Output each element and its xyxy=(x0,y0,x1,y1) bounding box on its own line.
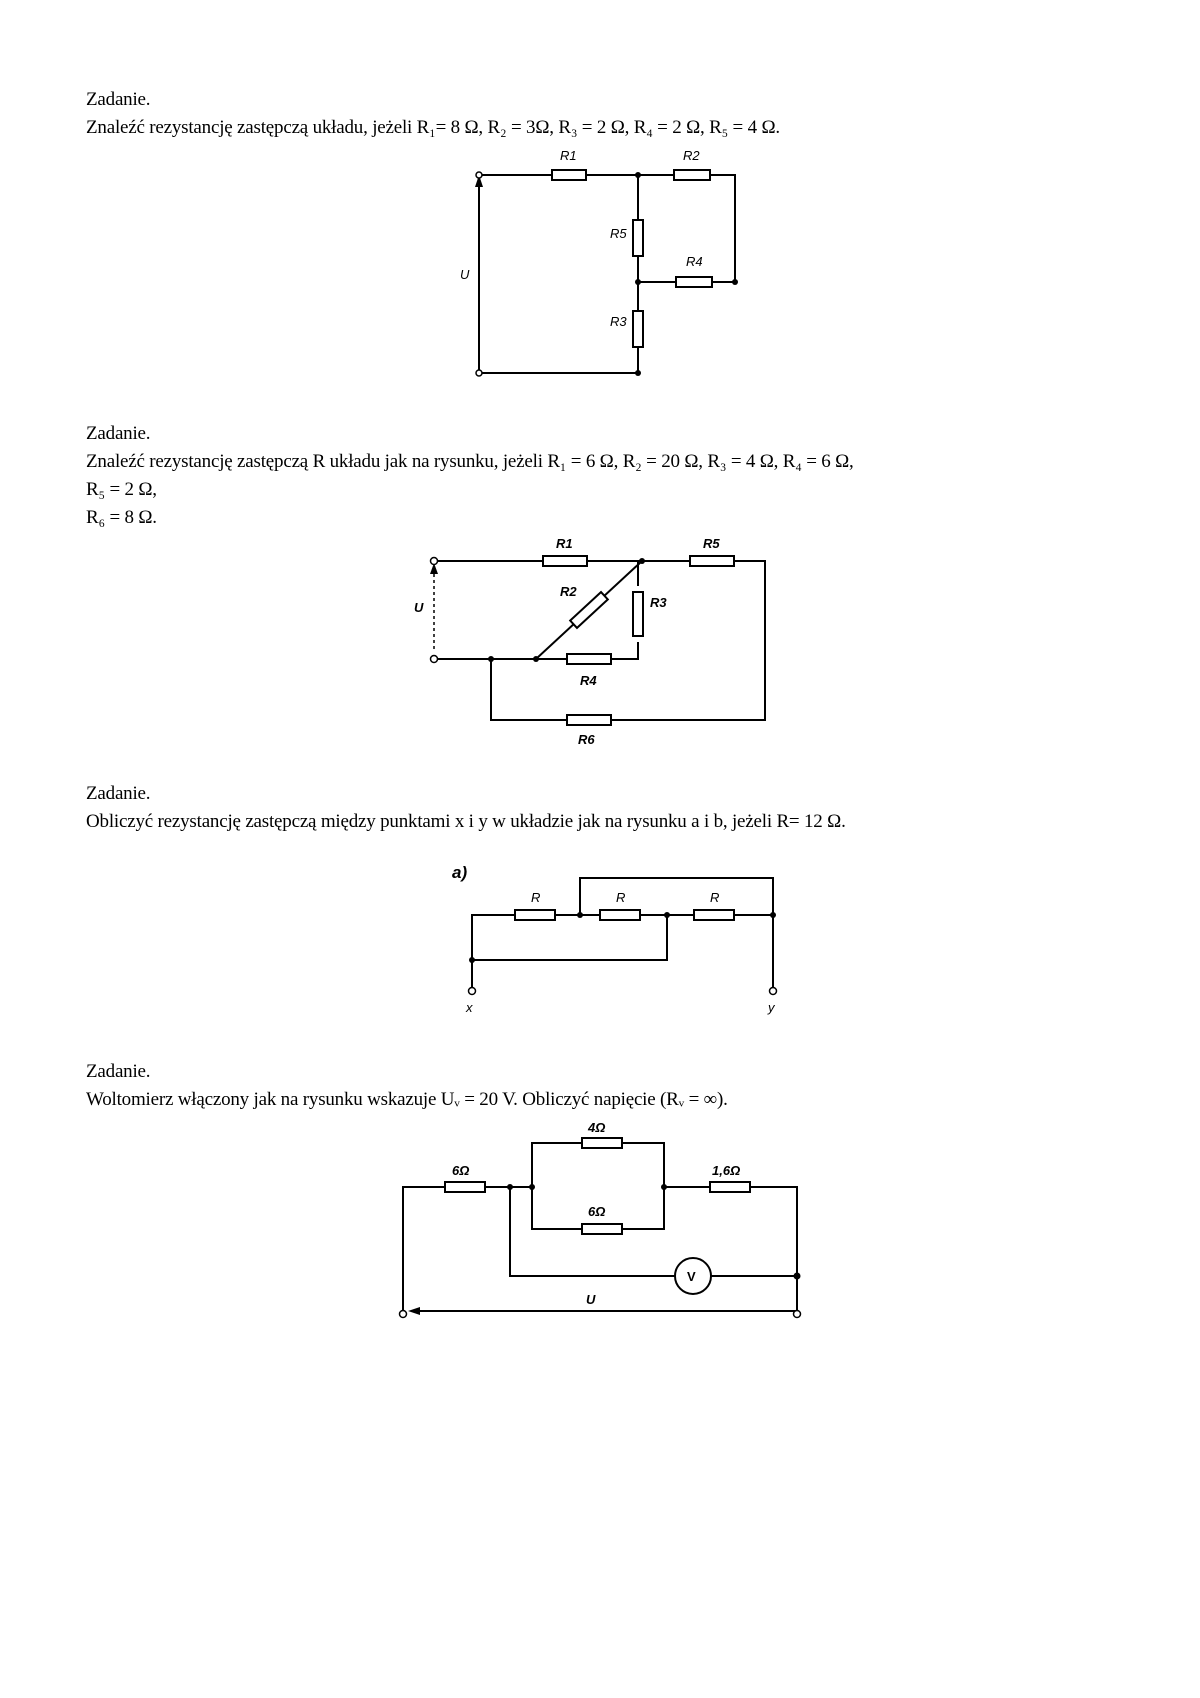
resistor-r4 xyxy=(675,276,713,288)
junction-dot xyxy=(635,172,641,178)
circuit-diagram-2: R1 R5 R2 R3 U R4 R6 xyxy=(414,536,766,747)
junction-dot xyxy=(635,279,641,285)
resistor-r-right xyxy=(693,909,735,921)
label-1-6-ohm: 1,6Ω xyxy=(712,1163,740,1178)
junction-dot xyxy=(488,656,494,662)
label-6-ohm-parallel: 6Ω xyxy=(588,1204,605,1219)
terminal xyxy=(792,1309,802,1319)
resistor-r3 xyxy=(632,310,644,348)
junction-dot xyxy=(639,558,645,564)
label-a: a) xyxy=(452,863,467,882)
label-r5: R5 xyxy=(703,536,720,551)
resistor-4-ohm xyxy=(581,1137,623,1149)
junction-dot xyxy=(661,1184,667,1190)
task-4: Zadanie. Woltomierz włączony jak na rysu… xyxy=(86,1058,1126,1114)
resistor-r-left xyxy=(514,909,556,921)
task-heading: Zadanie. xyxy=(86,89,151,110)
label-r4: R4 xyxy=(686,254,703,269)
voltmeter xyxy=(674,1257,712,1295)
label-r2: R2 xyxy=(560,584,577,599)
circuit-diagram-1: R1 R2 R5 R4 R3 U xyxy=(460,148,738,377)
task-3: Zadanie. Obliczyć rezystancję zastępczą … xyxy=(86,780,1126,836)
resistor-r1 xyxy=(542,555,588,567)
task-text: Znaleźć rezystancję zastępczą układu, je… xyxy=(86,117,780,138)
junction-dot xyxy=(770,912,776,918)
label-r1: R1 xyxy=(556,536,573,551)
label-r: R xyxy=(531,890,540,905)
task-2: Zadanie. Znaleźć rezystancję zastępczą R… xyxy=(86,420,1126,532)
resistor-r2 xyxy=(568,590,610,630)
wires xyxy=(430,560,766,721)
label-r6: R6 xyxy=(578,732,595,747)
junction-dot xyxy=(732,279,738,285)
label-y: y xyxy=(767,1000,776,1015)
junction-dot xyxy=(469,957,475,963)
resistor-r6 xyxy=(566,714,612,726)
label-r2: R2 xyxy=(683,148,700,163)
junction-dot xyxy=(533,656,539,662)
junction-dot xyxy=(577,912,583,918)
terminal xyxy=(475,369,483,377)
junction-dot xyxy=(793,1272,801,1280)
label-x: x xyxy=(465,1000,473,1015)
task-text: Obliczyć rezystancję zastępczą między pu… xyxy=(86,811,846,832)
junction-dot xyxy=(507,1184,513,1190)
task-heading: Zadanie. xyxy=(86,783,151,804)
label-u: U xyxy=(586,1292,596,1307)
label-6-ohm: 6Ω xyxy=(452,1163,469,1178)
resistor-r-middle xyxy=(599,909,641,921)
resistor-6-ohm xyxy=(444,1181,486,1193)
terminal xyxy=(429,654,439,664)
label-u: U xyxy=(460,267,470,282)
task-heading: Zadanie. xyxy=(86,423,151,444)
task-text: Znaleźć rezystancję zastępczą R układu j… xyxy=(86,451,854,472)
task-1: Zadanie. Znaleźć rezystancję zastępczą u… xyxy=(86,86,1126,142)
terminal xyxy=(429,556,439,566)
label-r1: R1 xyxy=(560,148,577,163)
junction-dot xyxy=(664,912,670,918)
terminal-x xyxy=(467,986,477,996)
label-r: R xyxy=(616,890,625,905)
resistor-r3 xyxy=(632,591,644,637)
task-heading: Zadanie. xyxy=(86,1061,151,1082)
label-r: R xyxy=(710,890,719,905)
junction-dot xyxy=(529,1184,535,1190)
label-r5: R5 xyxy=(610,226,627,241)
label-r3: R3 xyxy=(610,314,627,329)
resistor-1-6-ohm xyxy=(709,1181,751,1193)
task-text: R₆ = 8 Ω. xyxy=(86,507,157,528)
resistor-6-ohm-parallel xyxy=(581,1223,623,1235)
voltmeter-label: V xyxy=(687,1269,696,1284)
label-r4: R4 xyxy=(580,673,597,688)
terminal xyxy=(398,1309,408,1319)
junction-dot xyxy=(635,370,641,376)
wires xyxy=(475,174,736,374)
task-text: Woltomierz włączony jak na rysunku wskaz… xyxy=(86,1089,728,1110)
circuit-diagram-4: 4Ω 6Ω 1,6Ω 6Ω V U xyxy=(398,1120,802,1319)
resistor-r4 xyxy=(566,653,612,665)
resistor-r5 xyxy=(632,219,644,257)
circuit-diagram-3: a) R R R x y xyxy=(452,863,778,1015)
resistor-r1 xyxy=(551,169,587,181)
task-text: R₅ = 2 Ω, xyxy=(86,479,157,500)
resistor-r2 xyxy=(673,169,711,181)
label-u: U xyxy=(414,600,424,615)
label-r3: R3 xyxy=(650,595,667,610)
label-4-ohm: 4Ω xyxy=(587,1120,605,1135)
resistor-r5 xyxy=(689,555,735,567)
terminal-y xyxy=(768,986,778,996)
terminal xyxy=(475,171,483,179)
